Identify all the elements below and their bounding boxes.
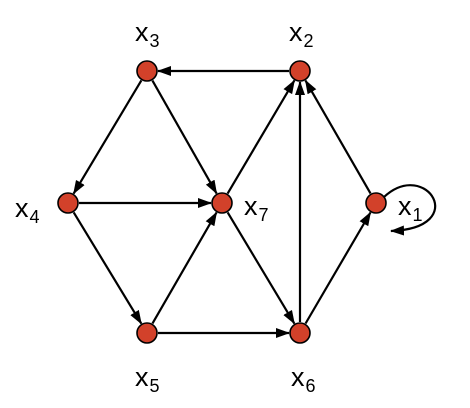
label-letter: x xyxy=(244,191,258,221)
label-index: 1 xyxy=(413,205,423,225)
label-index: 6 xyxy=(306,376,316,396)
edge-x7-x2 xyxy=(226,79,296,195)
edge-x7-x6 xyxy=(226,211,296,325)
label-letter: x xyxy=(291,362,305,392)
label-x7: x7 xyxy=(244,191,269,225)
label-index: 3 xyxy=(150,31,160,51)
label-x2: x2 xyxy=(289,17,314,51)
label-letter: x xyxy=(398,191,412,221)
label-index: 2 xyxy=(304,31,314,51)
label-x3: x3 xyxy=(135,17,160,51)
label-x5: x5 xyxy=(135,362,160,396)
node-x2 xyxy=(289,60,311,82)
node-x7 xyxy=(211,192,233,214)
label-letter: x xyxy=(135,362,149,392)
label-letter: x xyxy=(15,193,29,223)
edge-x3-x7 xyxy=(151,80,218,195)
node-x6 xyxy=(289,322,311,344)
node-x3 xyxy=(136,60,158,82)
label-x6: x6 xyxy=(291,362,316,396)
nodes xyxy=(57,60,387,344)
label-index: 7 xyxy=(259,205,269,225)
edge-x6-x1 xyxy=(304,211,372,325)
node-x1 xyxy=(365,192,387,214)
edge-x4-x5 xyxy=(72,211,143,325)
edge-x1-x1 xyxy=(383,184,437,236)
node-x4 xyxy=(57,192,79,214)
edge-x3-x4 xyxy=(72,79,143,195)
edge-x1-x2 xyxy=(304,79,372,195)
edges xyxy=(72,66,437,338)
label-letter: x xyxy=(135,17,149,47)
edge-x5-x7 xyxy=(151,211,218,325)
label-x4: x4 xyxy=(15,193,40,227)
label-index: 5 xyxy=(150,376,160,396)
label-index: 4 xyxy=(30,207,40,227)
label-letter: x xyxy=(289,17,303,47)
node-x5 xyxy=(136,322,158,344)
label-x1: x1 xyxy=(398,191,423,225)
